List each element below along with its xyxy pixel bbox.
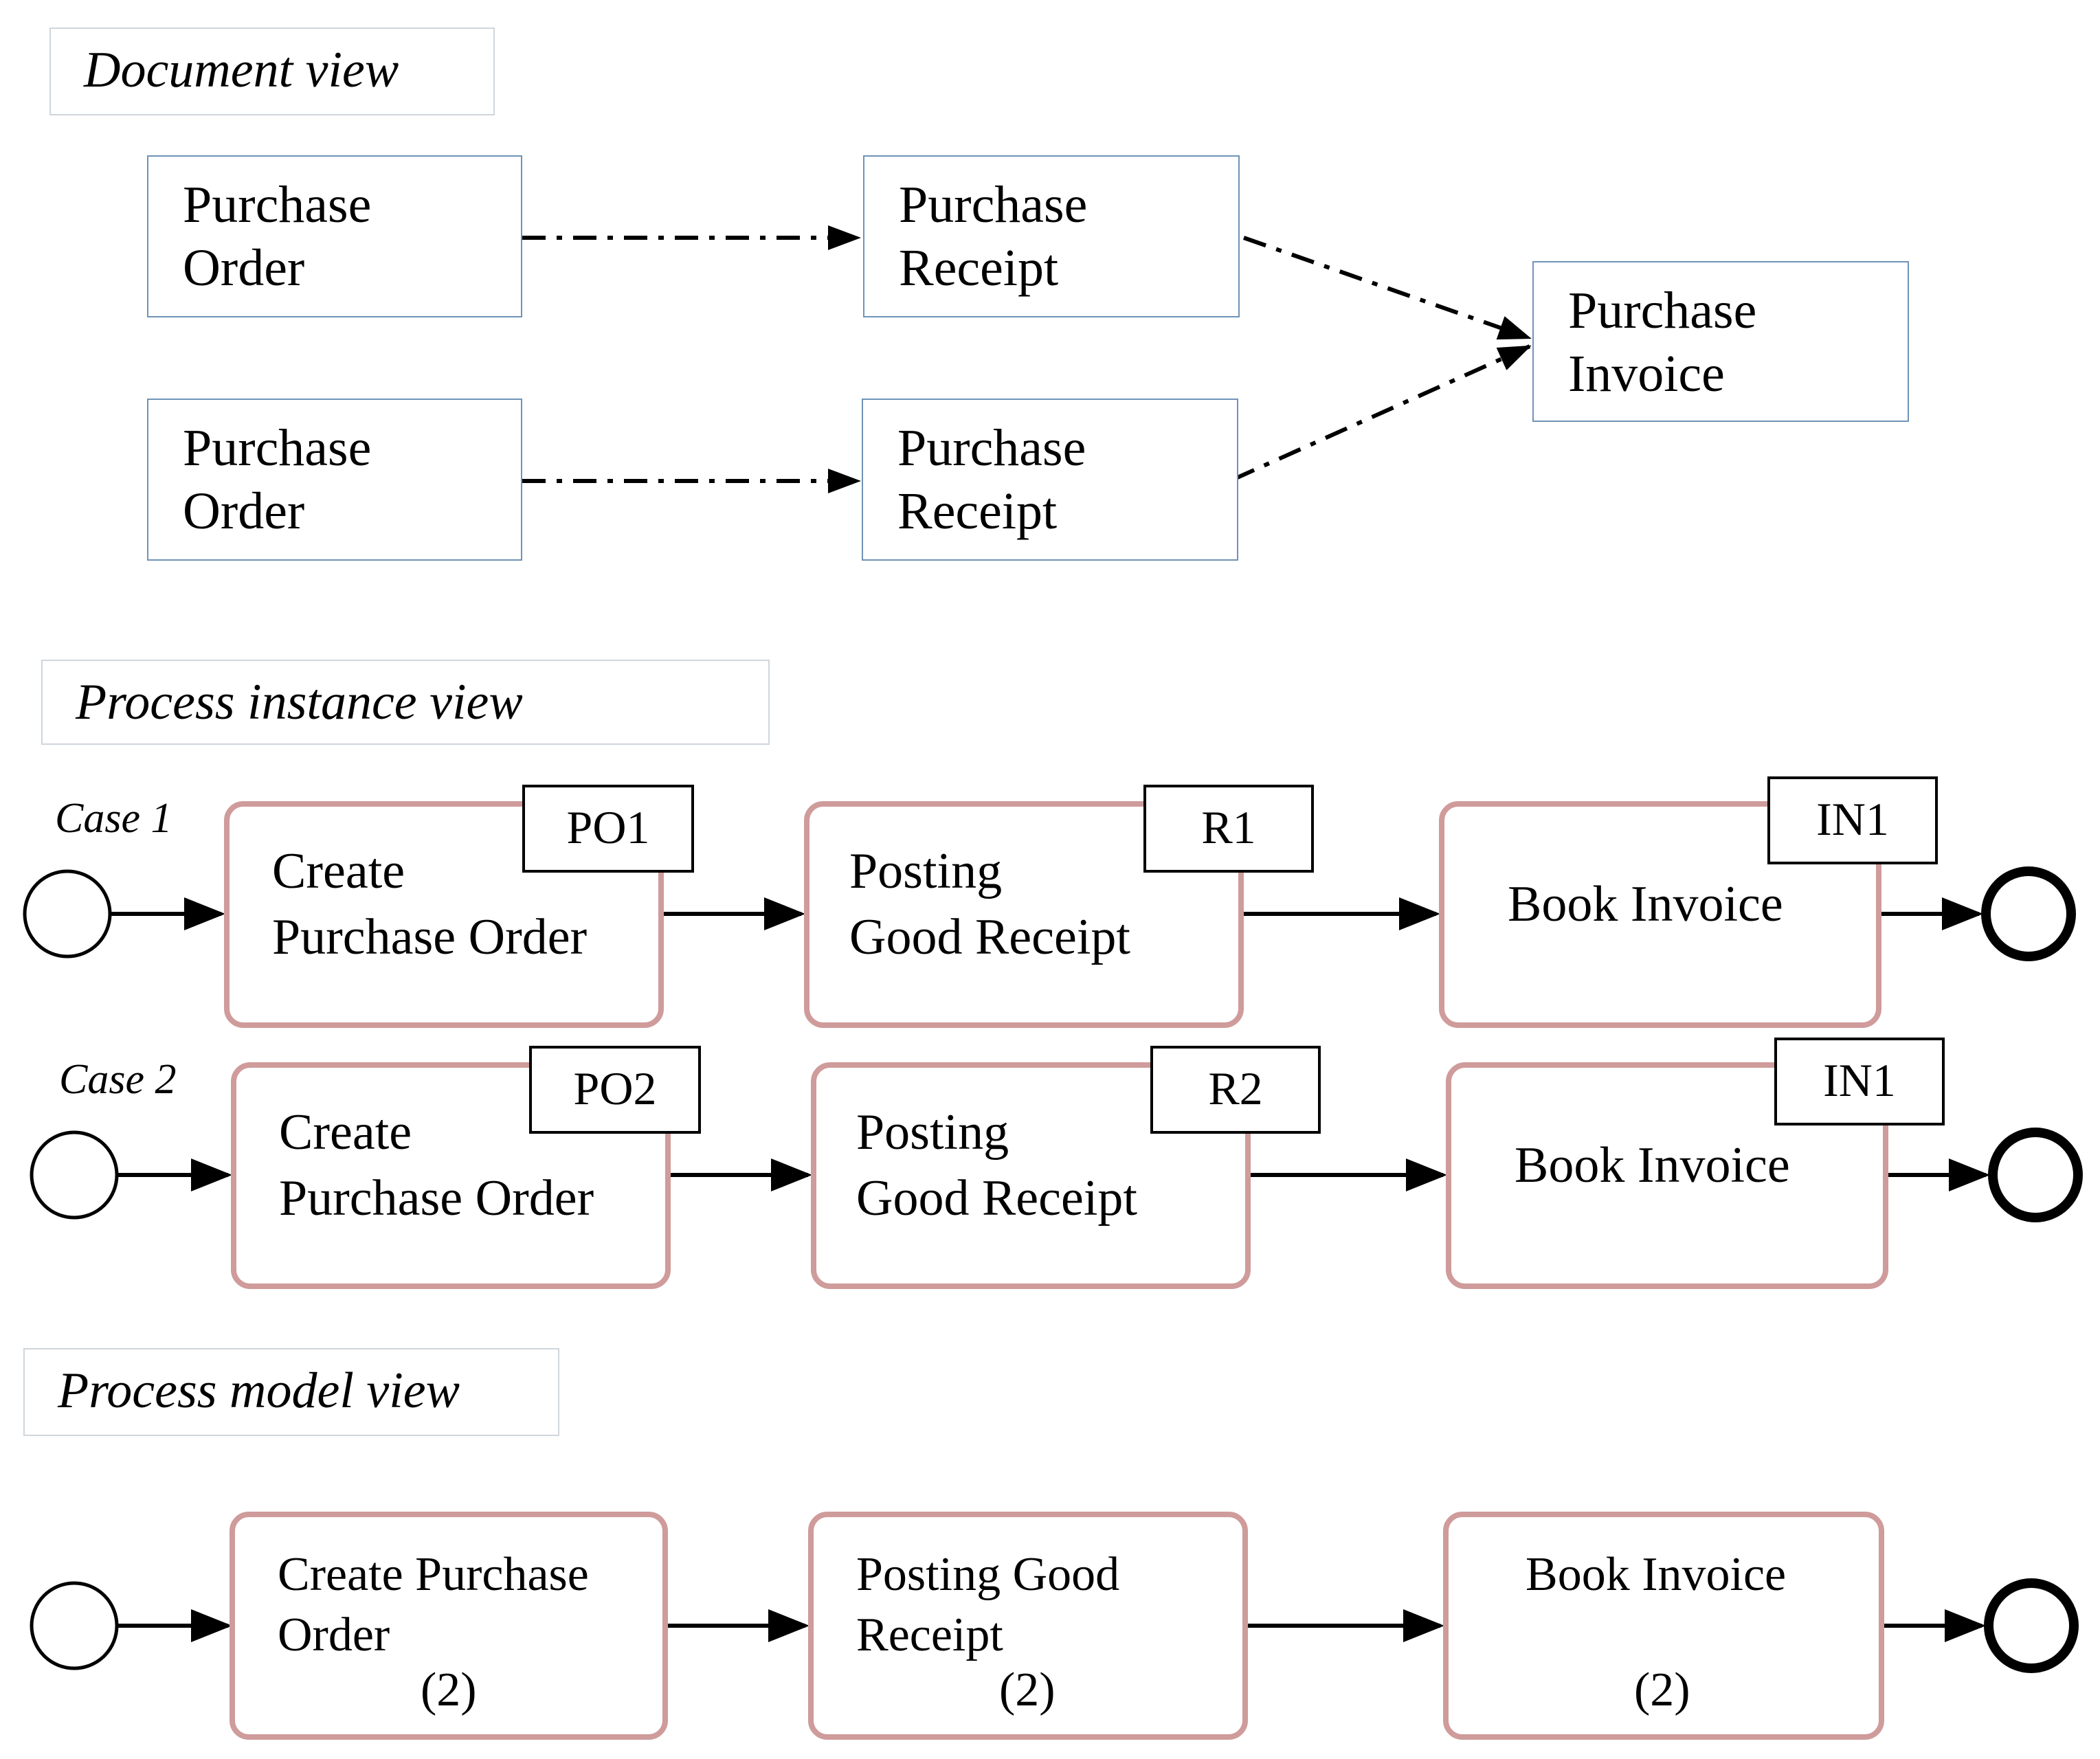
model-activity-create-line1: Create Purchase [278, 1548, 589, 1601]
doc-purchase-order-2: Purchase Order [147, 399, 522, 561]
doc-purchase-order-1-line1: Purchase [183, 176, 372, 234]
doc-purchase-order-2-line2: Order [183, 482, 305, 540]
model-activity-book-count: (2) [1634, 1663, 1690, 1716]
case1-start-event [23, 869, 112, 959]
model-activity-book-line1: Book Invoice [1526, 1548, 1787, 1601]
case1-activity-create-line1: Create [272, 843, 405, 899]
model-end-event [1984, 1578, 2079, 1673]
process-model-view-label-text: Process model view [58, 1363, 460, 1419]
model-activity-posting-count: (2) [999, 1663, 1055, 1716]
model-activity-posting-line2: Receipt [856, 1609, 1003, 1661]
case1-end-event [1981, 866, 2076, 961]
case1-activity-posting-line1: Posting [849, 843, 1003, 899]
doc-purchase-receipt-1: Purchase Receipt [863, 155, 1240, 317]
case1-document-tag-r1: R1 [1143, 785, 1314, 873]
document-view-label: Document view [49, 27, 495, 115]
case2-start-event [30, 1130, 119, 1220]
doc-purchase-receipt-2: Purchase Receipt [862, 399, 1238, 561]
process-instance-view-label-text: Process instance view [76, 674, 523, 730]
model-activity-posting-line1: Posting Good [856, 1548, 1120, 1601]
model-activity-create-line2: Order [278, 1609, 390, 1661]
model-activity-create-purchase-order: Create Purchase Order (2) [230, 1512, 668, 1740]
process-model-view-label: Process model view [23, 1348, 559, 1436]
case2-activity-posting-line2: Good Receipt [856, 1170, 1137, 1226]
doc-purchase-invoice-line2: Invoice [1568, 345, 1725, 403]
case1-label: Case 1 [55, 795, 172, 842]
case2-document-tag-r2: R2 [1150, 1046, 1321, 1134]
case1-activity-create-line2: Purchase Order [272, 909, 588, 965]
case1-activity-book-invoice: Book Invoice [1439, 801, 1881, 1028]
case1-document-tag-in1: IN1 [1767, 776, 1938, 864]
doc-purchase-invoice-line1: Purchase [1568, 282, 1757, 339]
case2-label: Case 2 [59, 1056, 177, 1103]
case2-activity-book-line1: Book Invoice [1515, 1137, 1790, 1194]
doc-purchase-receipt-2-line2: Receipt [897, 482, 1058, 540]
doc-purchase-invoice: Purchase Invoice [1532, 261, 1909, 422]
case2-activity-create-purchase-order: Create Purchase Order [231, 1062, 671, 1289]
case2-activity-create-line2: Purchase Order [279, 1170, 594, 1226]
doc-relation-receipt2-invoice [1231, 344, 1532, 482]
doc-purchase-receipt-1-line2: Receipt [899, 239, 1059, 297]
model-activity-book-invoice: Book Invoice (2) [1443, 1512, 1884, 1740]
doc-purchase-order-1: Purchase Order [147, 155, 522, 317]
doc-purchase-order-2-line1: Purchase [183, 419, 372, 477]
doc-purchase-receipt-1-line1: Purchase [899, 176, 1088, 234]
model-start-event [30, 1581, 119, 1670]
case2-document-tag-in1: IN1 [1774, 1038, 1945, 1125]
model-activity-posting-good-receipt: Posting Good Receipt (2) [808, 1512, 1248, 1740]
doc-purchase-receipt-2-line1: Purchase [897, 419, 1086, 477]
case2-activity-posting-line1: Posting [856, 1104, 1009, 1161]
model-activity-create-count: (2) [421, 1663, 477, 1716]
case2-end-event [1988, 1128, 2083, 1222]
doc-purchase-order-1-line2: Order [183, 239, 305, 297]
process-instance-view-label: Process instance view [41, 660, 770, 745]
case1-activity-posting-line2: Good Receipt [849, 909, 1130, 965]
document-view-label-text: Document view [84, 42, 399, 98]
case1-activity-book-line1: Book Invoice [1508, 876, 1783, 932]
case2-activity-create-line1: Create [279, 1104, 412, 1161]
case1-document-tag-po1: PO1 [522, 785, 694, 873]
doc-relation-receipt1-invoice [1243, 236, 1532, 340]
case2-document-tag-po2: PO2 [529, 1046, 701, 1134]
